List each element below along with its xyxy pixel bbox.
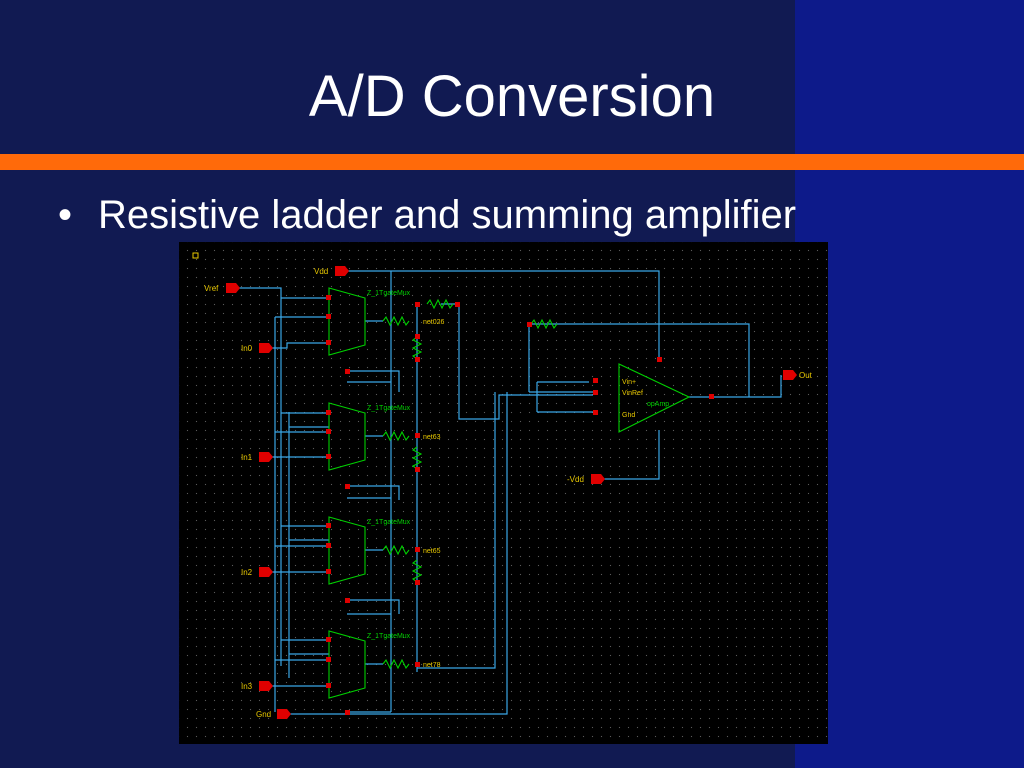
opamp-vin-plus-label: Vin+ (622, 379, 636, 386)
opamp-vinref-label: VinRef (622, 390, 643, 397)
components (328, 287, 691, 699)
slide-title: A/D Conversion (308, 64, 716, 129)
neg-vdd-pin-label: -Vdd (567, 475, 584, 484)
net-label-2: net65 (423, 548, 441, 555)
in2-pin (259, 567, 273, 577)
mux-label-1: Z_1TgateMux (367, 405, 411, 412)
vdd-pin-label: Vdd (314, 267, 328, 276)
opamp-label: opAmp (647, 401, 669, 408)
wires (236, 270, 782, 715)
slide-background-right-panel (795, 0, 1024, 768)
neg-vdd-pin (591, 474, 605, 484)
schematic-diagram: Z_1TgateMux Z_1TgateMux Z_1TgateMux Z_1T… (179, 242, 828, 744)
in1-pin (259, 452, 273, 462)
in0-pin-label: In0 (241, 344, 253, 353)
in3-pin-label: In3 (241, 682, 253, 691)
gnd-pin (277, 709, 291, 719)
mux-label-3: Z_1TgateMux (367, 633, 411, 640)
vref-pin (226, 283, 240, 293)
bullet-text: Resistive ladder and summing amplifier (98, 193, 797, 237)
title-divider-bar (0, 154, 1024, 170)
component-labels: Z_1TgateMux Z_1TgateMux Z_1TgateMux Z_1T… (367, 290, 669, 669)
net-label-3: net78 (423, 662, 441, 669)
vdd-pin (335, 266, 349, 276)
bullet-item: • Resistive ladder and summing amplifier (58, 190, 796, 240)
in3-pin (259, 681, 273, 691)
net-label-0: net026 (423, 319, 445, 326)
in1-pin-label: In1 (241, 453, 253, 462)
vref-pin-label: Vref (204, 284, 219, 293)
gnd-pin-label: Gnd (256, 710, 271, 719)
bullet-symbol: • (58, 193, 73, 237)
schematic-pins: Vdd Vref In0 In1 In2 In3 Gnd -Vdd Out (204, 266, 813, 719)
in2-pin-label: In2 (241, 568, 253, 577)
mux-label-0: Z_1TgateMux (367, 290, 411, 297)
mux-label-2: Z_1TgateMux (367, 519, 411, 526)
out-pin-label: Out (799, 371, 813, 380)
origin-marker (192, 252, 199, 259)
connection-terminals (326, 295, 714, 715)
opamp-gnd-label: Gnd (622, 412, 635, 419)
in0-pin (259, 343, 273, 353)
net-label-1: net63 (423, 434, 441, 441)
out-pin (783, 370, 797, 380)
